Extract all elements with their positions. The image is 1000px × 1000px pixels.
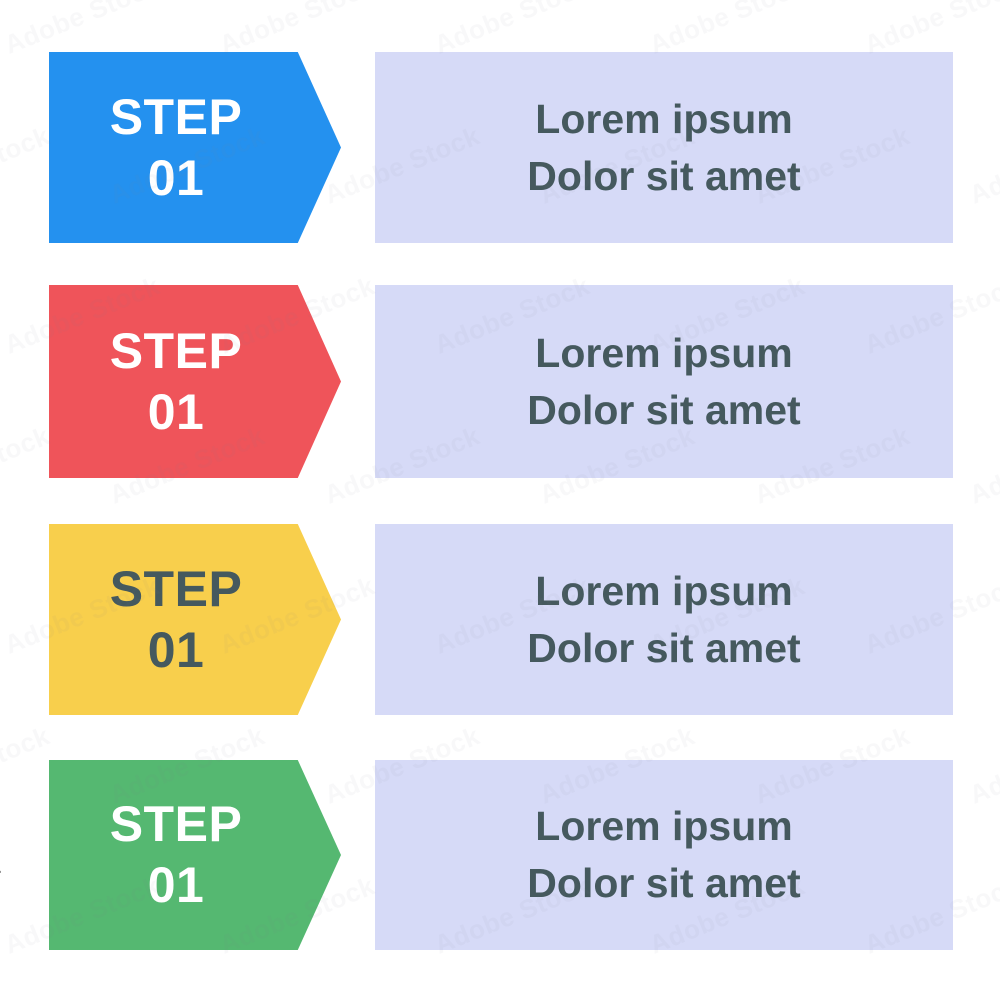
description-line-1: Lorem ipsum (535, 803, 793, 850)
description-line-2: Dolor sit amet (527, 860, 801, 906)
step-label: STEP (109, 796, 243, 852)
step-description-4[interactable]: Lorem ipsum Dolor sit amet (375, 760, 953, 950)
step-row: STEP 01 Lorem ipsum Dolor sit amet (0, 524, 1000, 715)
step-number: 01 (147, 383, 205, 440)
step-row: STEP 01 Lorem ipsum Dolor sit amet (0, 760, 1000, 950)
step-arrow-1[interactable]: STEP 01 (49, 52, 341, 243)
step-description-1[interactable]: Lorem ipsum Dolor sit amet (375, 52, 953, 243)
step-arrow-3[interactable]: STEP 01 (49, 524, 341, 715)
step-label: STEP (109, 560, 243, 617)
step-arrow-2[interactable]: STEP 01 (49, 285, 341, 478)
step-number: 01 (147, 621, 205, 678)
step-row: STEP 01 Lorem ipsum Dolor sit amet (0, 52, 1000, 243)
description-line-2: Dolor sit amet (527, 624, 801, 671)
step-number: 01 (147, 149, 205, 206)
description-line-1: Lorem ipsum (535, 329, 793, 376)
description-line-2: Dolor sit amet (527, 152, 801, 199)
step-row: STEP 01 Lorem ipsum Dolor sit amet (0, 285, 1000, 478)
step-number: 01 (147, 857, 205, 913)
description-line-2: Dolor sit amet (527, 386, 801, 433)
step-arrow-4[interactable]: STEP 01 (49, 760, 341, 950)
step-description-2[interactable]: Lorem ipsum Dolor sit amet (375, 285, 953, 478)
description-line-1: Lorem ipsum (535, 567, 793, 614)
description-line-1: Lorem ipsum (535, 95, 793, 142)
stock-credit-label: Adobe Stock | #414329557 (0, 773, 2, 980)
step-description-3[interactable]: Lorem ipsum Dolor sit amet (375, 524, 953, 715)
step-label: STEP (109, 88, 243, 145)
step-label: STEP (109, 322, 243, 379)
